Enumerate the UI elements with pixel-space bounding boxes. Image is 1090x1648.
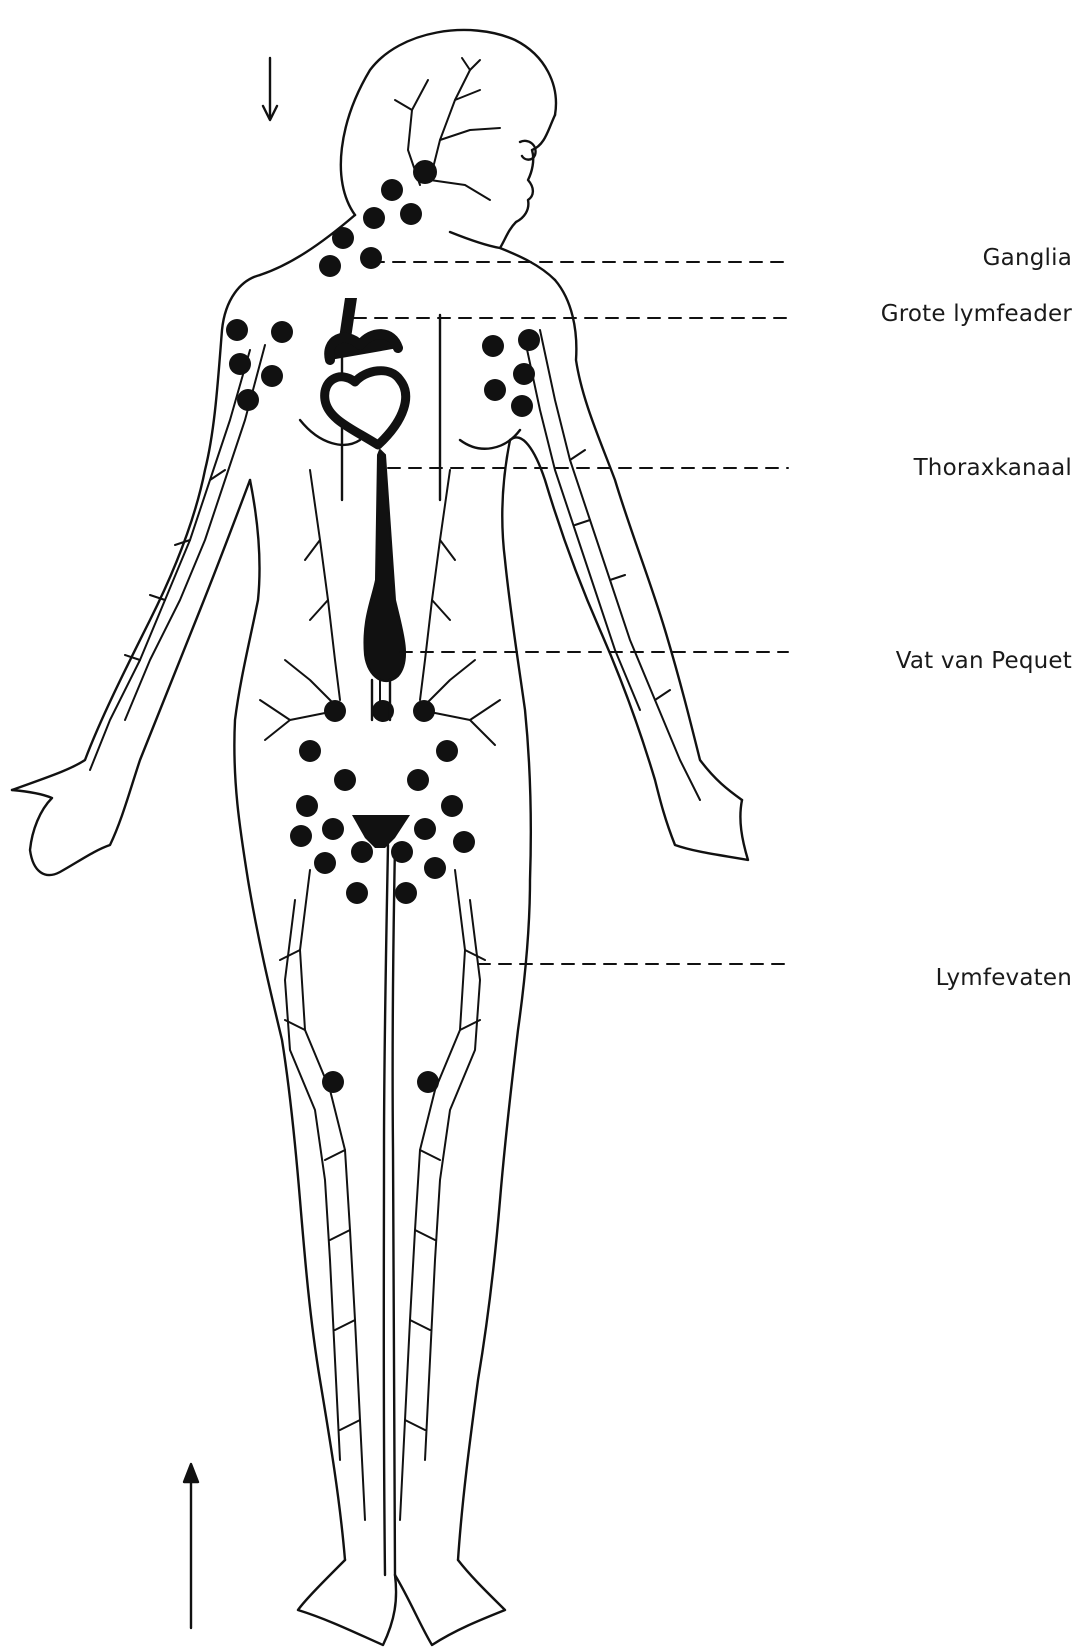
label-vat-van-pequet: Vat van Pequet	[896, 648, 1072, 674]
label-grote-lymfeader: Grote lymfeader	[881, 301, 1072, 327]
thoracic-duct	[325, 298, 406, 720]
lymph-vessels	[90, 58, 700, 1520]
label-lymfevaten: Lymfevaten	[936, 965, 1072, 991]
label-thoraxkanaal: Thoraxkanaal	[914, 455, 1072, 481]
leader-lines	[354, 262, 788, 964]
label-ganglia: Ganglia	[983, 245, 1072, 271]
down-arrow-icon	[263, 58, 277, 120]
up-arrow-icon	[184, 1464, 198, 1628]
